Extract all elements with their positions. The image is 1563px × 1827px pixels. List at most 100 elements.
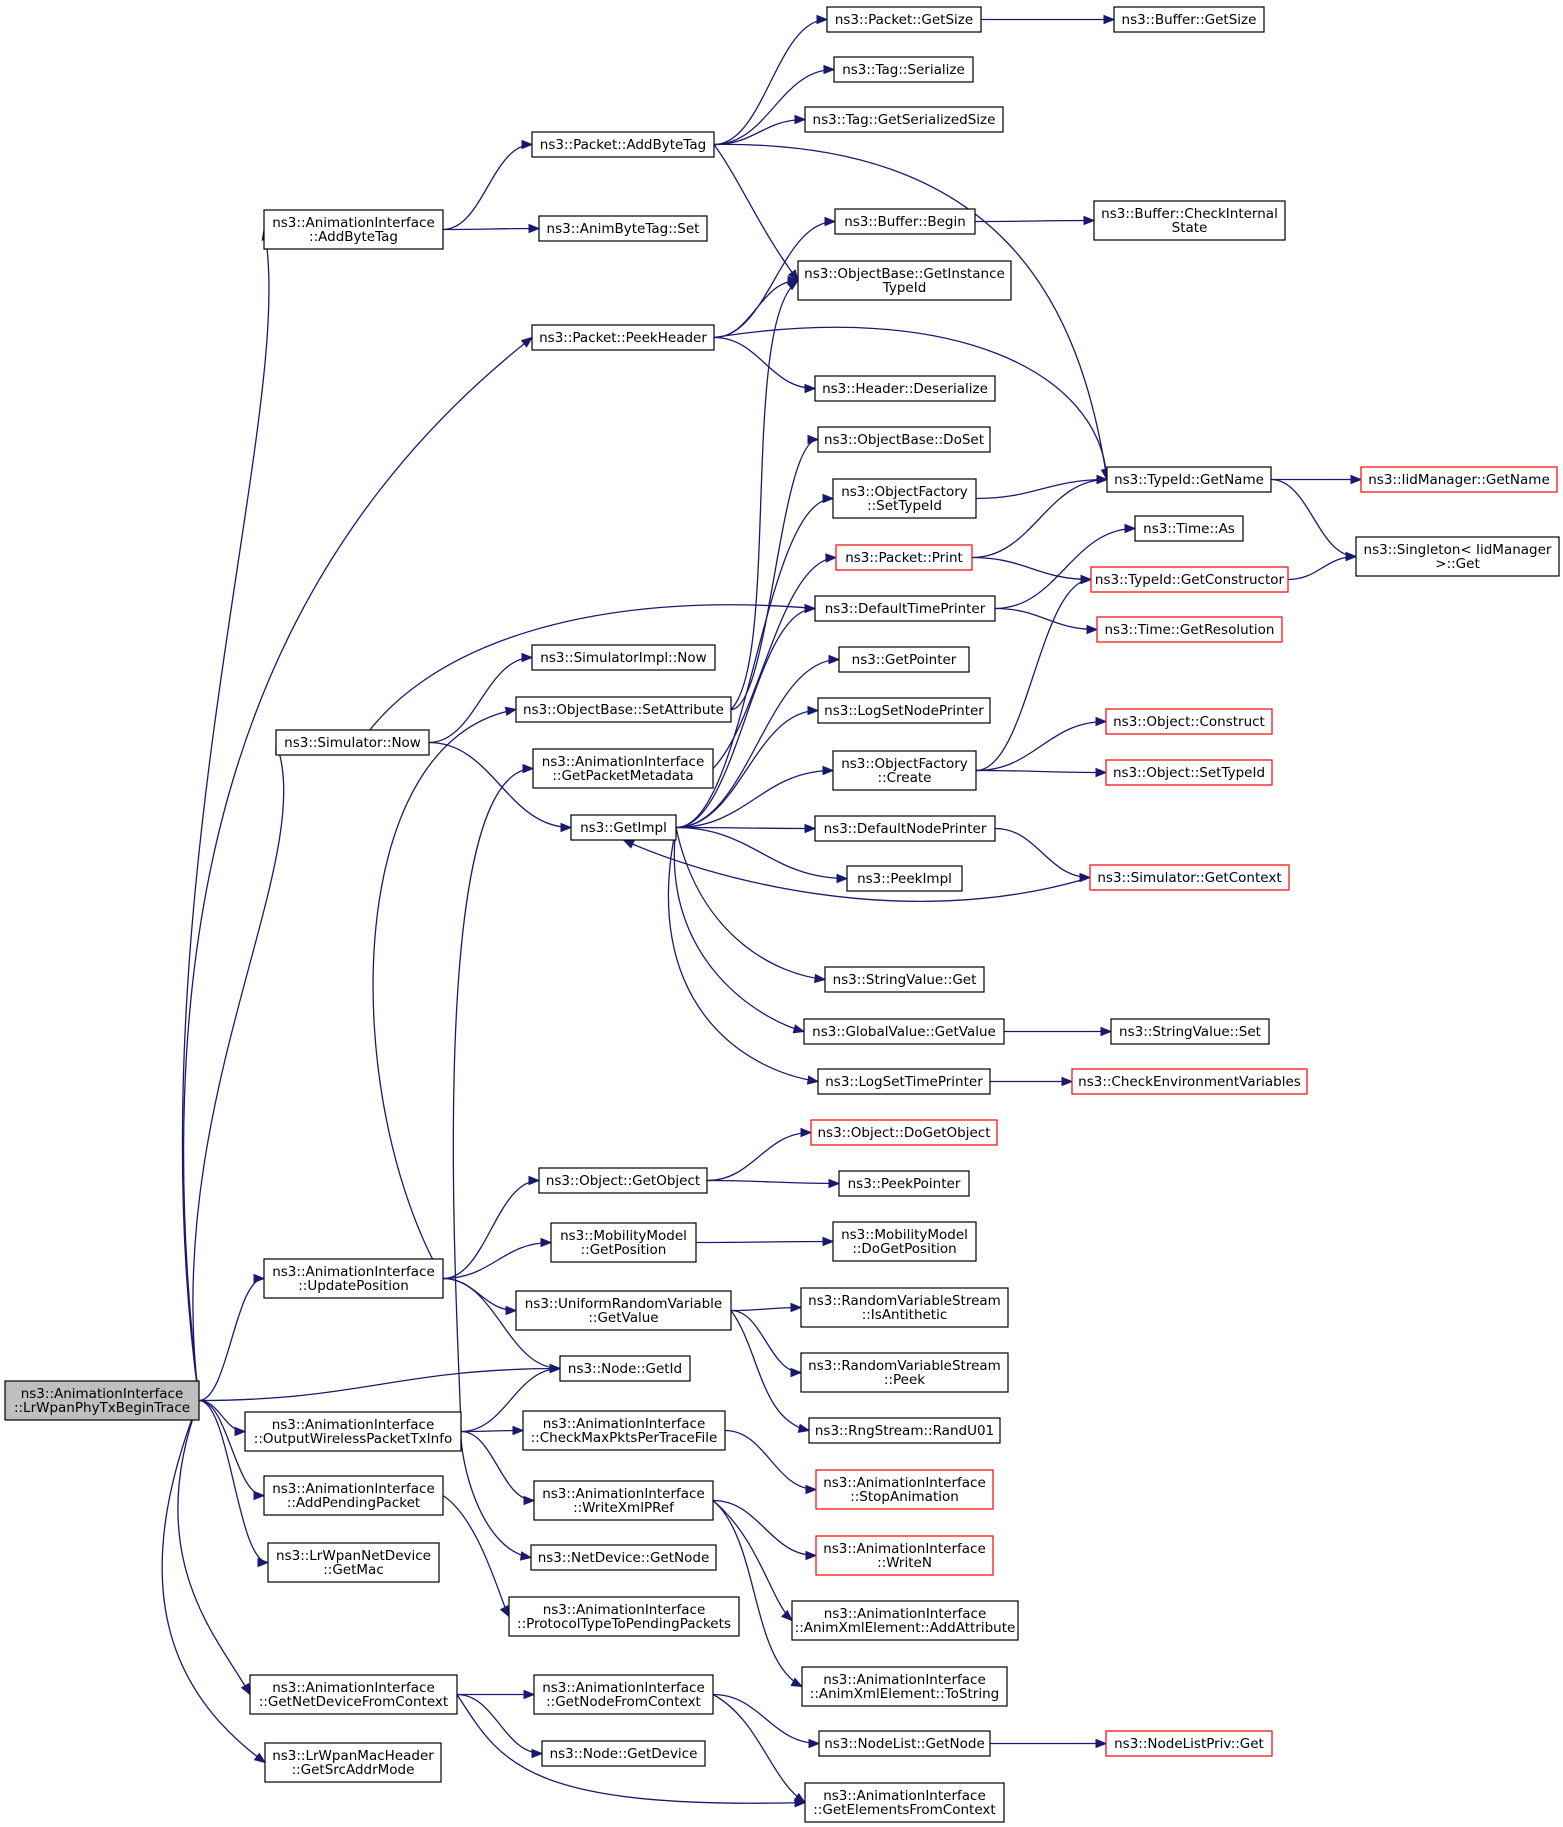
node-objbase-setattr[interactable]: ns3::ObjectBase::SetAttribute [515, 696, 732, 723]
node-rvs-peek[interactable]: ns3::RandomVariableStream::Peek [800, 1352, 1009, 1393]
node-typeid-getconstructor[interactable]: ns3::TypeId::GetConstructor [1090, 566, 1289, 593]
node-stringvalue-set[interactable]: ns3::StringValue::Set [1110, 1018, 1270, 1045]
edge-line [1270, 478, 1357, 558]
node-simulator-now[interactable]: ns3::Simulator::Now [275, 729, 430, 756]
node-node-getdevice[interactable]: ns3::Node::GetDevice [541, 1740, 706, 1767]
arrowhead-icon [1350, 474, 1363, 485]
node-buffer-getsize[interactable]: ns3::Buffer::GetSize [1113, 6, 1265, 33]
node-object-settypeid[interactable]: ns3::Object::SetTypeId [1105, 759, 1273, 786]
node-header-deser[interactable]: ns3::Header::Deserialize [814, 375, 996, 402]
node-object-construct[interactable]: ns3::Object::Construct [1105, 708, 1273, 735]
node-packet-print[interactable]: ns3::Packet::Print [835, 544, 973, 571]
node-object-dogetobject[interactable]: ns3::Object::DoGetObject [810, 1119, 998, 1146]
node-objbase-doset[interactable]: ns3::ObjectBase::DoSet [817, 426, 991, 453]
node-objfactory-create[interactable]: ns3::ObjectFactory::Create [832, 750, 977, 791]
node-singleton-get[interactable]: ns3::Singleton< IidManager >::Get [1355, 536, 1560, 577]
node-box [818, 1730, 991, 1757]
node-get-node-ctx[interactable]: ns3::AnimationInterface::GetNodeFromCont… [533, 1674, 714, 1715]
edge-line [675, 826, 816, 830]
node-iidmanager-getname[interactable]: ns3::IidManager::GetName [1360, 466, 1558, 493]
edge-line [675, 827, 826, 981]
node-box [817, 1068, 991, 1095]
node-globalvalue-getvalue[interactable]: ns3::GlobalValue::GetValue [803, 1018, 1005, 1045]
arrowhead-icon [560, 822, 573, 833]
node-get-elements-ctx[interactable]: ns3::AnimationInterface::GetElementsFrom… [804, 1782, 1005, 1823]
node-tag-getsersize[interactable]: ns3::Tag::GetSerializedSize [804, 106, 1004, 133]
node-stop-animation[interactable]: ns3::AnimationInterface::StopAnimation [815, 1469, 994, 1510]
node-label: ::GetNodeFromContext [546, 1694, 701, 1710]
node-typeid-getname[interactable]: ns3::TypeId::GetName [1106, 466, 1272, 493]
node-anim-bytetag-set[interactable]: ns3::AnimByteTag::Set [538, 215, 708, 242]
node-label: ns3::AnimationInterface [543, 1416, 706, 1432]
node-box [1096, 616, 1283, 643]
node-time-getresolution[interactable]: ns3::Time::GetResolution [1096, 616, 1283, 643]
node-get-packet-meta[interactable]: ns3::AnimationInterface::GetPacketMetada… [532, 748, 714, 789]
node-box [264, 1742, 442, 1783]
node-simulator-getcontext[interactable]: ns3::Simulator::GetContext [1089, 864, 1290, 891]
node-netdevice-getnode[interactable]: ns3::NetDevice::GetNode [530, 1544, 717, 1571]
arrowhead-icon [253, 1752, 267, 1764]
node-peek-pointer[interactable]: ns3::PeekPointer [838, 1170, 970, 1197]
node-label: ns3::Packet::GetSize [835, 12, 973, 28]
edge-getimpl-to-log-set-node-printer [675, 705, 820, 829]
node-check-max-pkts[interactable]: ns3::AnimationInterface::CheckMaxPktsPer… [522, 1410, 726, 1451]
node-lrwpan-getsrc[interactable]: ns3::LrWpanMacHeader::GetSrcAddrMode [264, 1742, 442, 1783]
node-write-xml-pref[interactable]: ns3::AnimationInterface::WriteXmlPRef [533, 1480, 714, 1521]
edge-get-netdevice-ctx-to-get-node-ctx [457, 1689, 536, 1700]
node-label: ::LrWpanPhyTxBeginTrace [14, 1400, 190, 1416]
node-stringvalue-get[interactable]: ns3::StringValue::Get [824, 966, 985, 993]
node-log-set-time-printer[interactable]: ns3::LogSetTimePrinter [817, 1068, 991, 1095]
node-packet-addbytetag[interactable]: ns3::Packet::AddByteTag [531, 131, 715, 158]
edge-objfactory-settype-to-typeid-getname [975, 474, 1109, 500]
node-buffer-begin[interactable]: ns3::Buffer::Begin [834, 208, 976, 235]
node-getimpl[interactable]: ns3::GetImpl [570, 814, 677, 841]
node-object-getobject[interactable]: ns3::Object::GetObject [538, 1167, 708, 1194]
node-default-time-printer[interactable]: ns3::DefaultTimePrinter [814, 595, 996, 622]
node-lrwpan-begin[interactable]: ns3::AnimationInterface::LrWpanPhyTxBegi… [4, 1380, 200, 1421]
node-label: ::WriteXmlPRef [573, 1500, 675, 1516]
node-tag-serialize[interactable]: ns3::Tag::Serialize [833, 56, 974, 83]
node-rngstream-randu01[interactable]: ns3::RngStream::RandU01 [808, 1417, 1001, 1444]
node-check-env-vars[interactable]: ns3::CheckEnvironmentVariables [1071, 1068, 1308, 1095]
node-add-pending[interactable]: ns3::AnimationInterface::AddPendingPacke… [263, 1475, 444, 1516]
edge-line [198, 1367, 561, 1402]
node-mobility-dogetpos[interactable]: ns3::MobilityModel::DoGetPosition [832, 1221, 977, 1262]
node-rvs-isantithetic[interactable]: ns3::RandomVariableStream::IsAntithetic [800, 1287, 1009, 1328]
node-write-n[interactable]: ns3::AnimationInterface::WriteN [815, 1535, 994, 1576]
node-add-byte-tag[interactable]: ns3::AnimationInterface::AddByteTag [263, 209, 444, 250]
edge-object-getobject-to-object-dogetobject [706, 1127, 813, 1182]
edge-getimpl-to-globalvalue-getvalue [673, 827, 806, 1034]
node-protocol-type[interactable]: ns3::AnimationInterface::ProtocolTypeToP… [508, 1596, 740, 1637]
node-lrwpan-getmac[interactable]: ns3::LrWpanNetDevice::GetMac [267, 1542, 440, 1583]
node-label: ns3::NodeListPriv::Get [1114, 1736, 1264, 1752]
node-peek-impl[interactable]: ns3::PeekImpl [846, 865, 963, 892]
node-simimpl-now[interactable]: ns3::SimulatorImpl::Now [531, 644, 716, 671]
node-uniform-getvalue[interactable]: ns3::UniformRandomVariable::GetValue [515, 1290, 732, 1331]
node-label: ns3::StringValue::Get [833, 972, 977, 988]
node-get-pointer[interactable]: ns3::GetPointer [838, 646, 970, 673]
arrowhead-icon [805, 1484, 818, 1495]
node-nodelist-getnode[interactable]: ns3::NodeList::GetNode [818, 1730, 991, 1757]
node-output-wireless[interactable]: ns3::AnimationInterface::OutputWirelessP… [244, 1411, 462, 1452]
node-nodelistpriv-get[interactable]: ns3::NodeListPriv::Get [1105, 1730, 1273, 1757]
node-packet-getsize[interactable]: ns3::Packet::GetSize [826, 6, 982, 33]
node-objfactory-settype[interactable]: ns3::ObjectFactory::SetTypeId [832, 478, 977, 519]
node-default-node-printer[interactable]: ns3::DefaultNodePrinter [814, 815, 996, 842]
edge-globalvalue-getvalue-to-stringvalue-set [1004, 1026, 1113, 1037]
node-label: TypeId [882, 280, 927, 296]
edge-packet-addbytetag-to-tag-serialize [713, 64, 836, 146]
node-get-netdevice-ctx[interactable]: ns3::AnimationInterface::GetNetDeviceFro… [249, 1674, 458, 1715]
arrowhead-icon [520, 336, 534, 348]
node-animxml-addattr[interactable]: ns3::AnimationInterface::AnimXmlElement:… [791, 1600, 1019, 1641]
node-animxml-tostring[interactable]: ns3::AnimationInterface::AnimXmlElement:… [801, 1666, 1008, 1707]
node-time-as[interactable]: ns3::Time::As [1134, 515, 1244, 542]
node-node-getid[interactable]: ns3::Node::GetId [559, 1355, 691, 1382]
node-log-set-node-printer[interactable]: ns3::LogSetNodePrinter [817, 697, 991, 724]
node-mobility-getpos[interactable]: ns3::MobilityModel::GetPosition [550, 1222, 697, 1263]
node-update-position[interactable]: ns3::AnimationInterface::UpdatePosition [263, 1258, 444, 1299]
edge-line [460, 1431, 532, 1559]
node-packet-peekheader[interactable]: ns3::Packet::PeekHeader [531, 324, 715, 351]
edge-output-wireless-to-check-max-pkts [460, 1425, 525, 1436]
